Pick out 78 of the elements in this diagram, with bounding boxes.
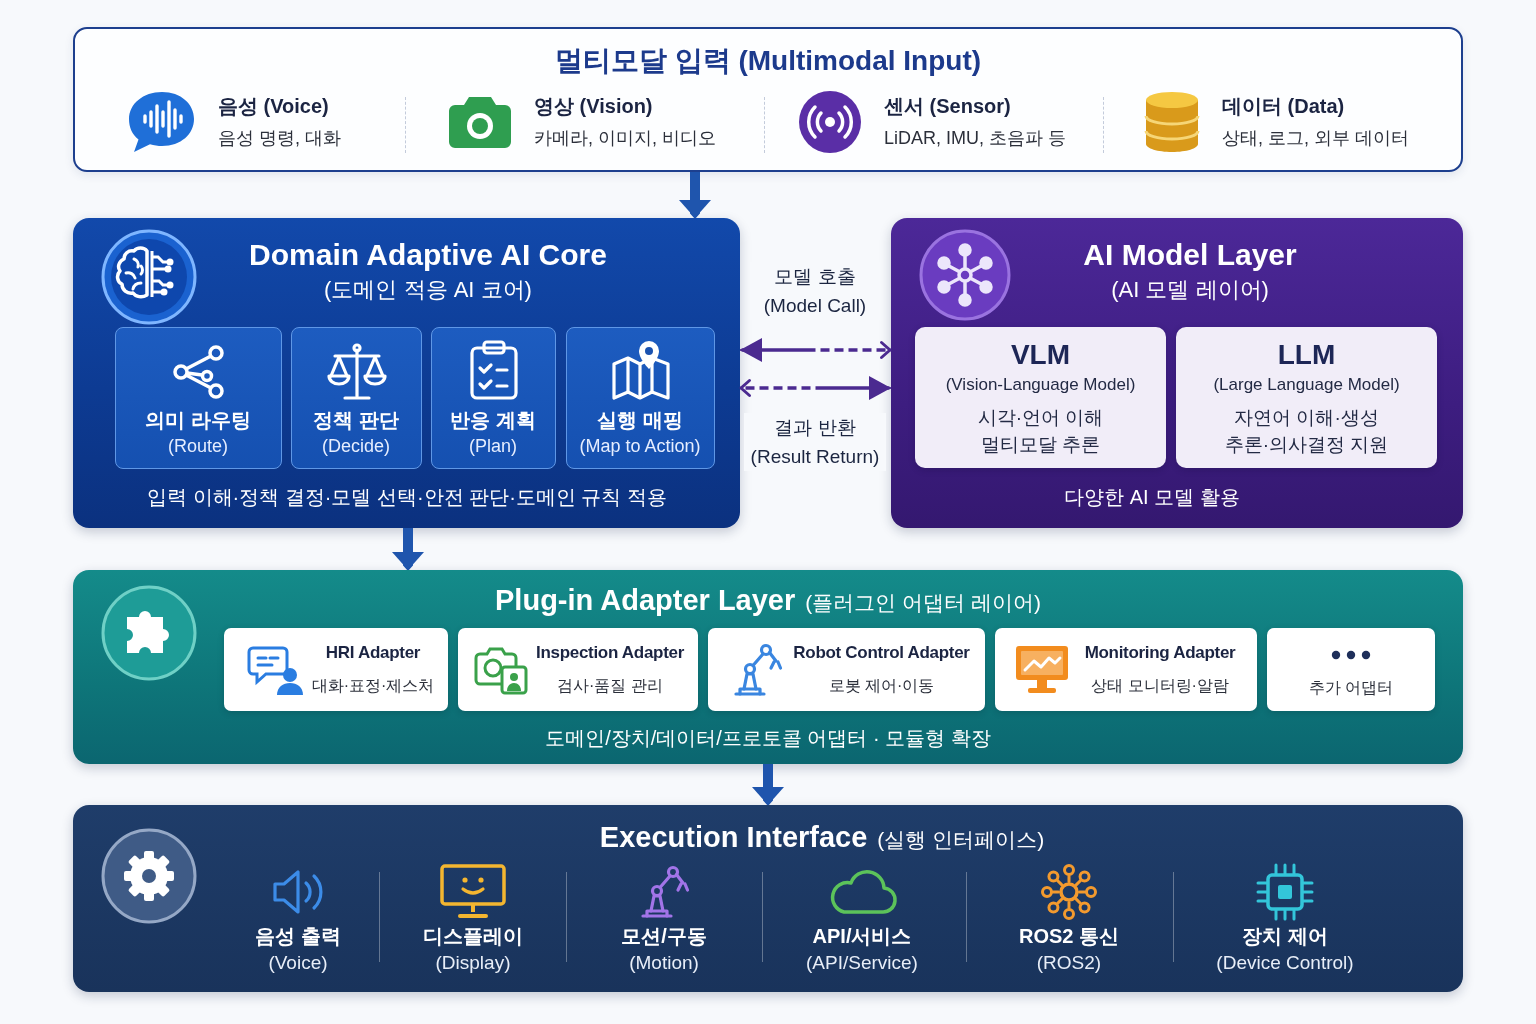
panel-subtitle: (AI 모델 레이어) bbox=[1111, 276, 1269, 304]
function-card bbox=[431, 327, 556, 469]
panel-title: Plug-in Adapter Layer bbox=[495, 583, 796, 618]
item-description: (ROS2) bbox=[1036, 951, 1102, 975]
card-title: LLM bbox=[1277, 338, 1336, 372]
panel-title: Domain Adaptive AI Core bbox=[249, 237, 607, 273]
panel-subtitle: (도메인 적응 AI 코어) bbox=[324, 276, 532, 304]
panel-subtitle: (플러그인 어댑터 레이어) bbox=[805, 590, 1041, 616]
double-headed-arrow bbox=[740, 338, 892, 362]
layer-panel bbox=[73, 218, 740, 528]
card-title: Monitoring Adapter bbox=[1084, 642, 1236, 664]
item-description: LiDAR, IMU, 초음파 등 bbox=[884, 127, 1066, 150]
card-title: VLM bbox=[1010, 338, 1071, 372]
function-card bbox=[566, 327, 715, 469]
model-card bbox=[1176, 327, 1437, 468]
item-description: 카메라, 이미지, 비디오 bbox=[534, 127, 716, 150]
panel-title: AI Model Layer bbox=[1083, 237, 1297, 273]
panel-subtitle: (실행 인터페이스) bbox=[877, 827, 1045, 853]
item-title: 영상 (Vision) bbox=[534, 94, 653, 119]
item-title: 모션/구동 bbox=[621, 924, 707, 949]
card-title: 정책 판단 bbox=[313, 408, 399, 433]
double-headed-arrow bbox=[739, 376, 891, 400]
item-description: (Voice) bbox=[268, 951, 328, 975]
item-description: 음성 명령, 대화 bbox=[218, 127, 341, 150]
item-title: 센서 (Sensor) bbox=[884, 94, 1011, 119]
layer-panel bbox=[73, 805, 1463, 992]
card-title: 의미 라우팅 bbox=[145, 408, 251, 433]
card-description: 검사·품질 관리 bbox=[557, 676, 663, 696]
card-title: Robot Control Adapter bbox=[793, 642, 970, 664]
card-subtitle: (Route) bbox=[168, 435, 228, 458]
adapter-card bbox=[1267, 628, 1435, 711]
card-title: HRI Adapter bbox=[325, 642, 421, 664]
item-description: (Motion) bbox=[629, 951, 699, 975]
card-subtitle: (Plan) bbox=[469, 435, 517, 458]
item-title: 장치 제어 bbox=[1242, 924, 1328, 949]
adapter-card bbox=[708, 628, 985, 711]
arrow bbox=[392, 528, 424, 570]
item-description: (Device Control) bbox=[1216, 951, 1354, 975]
input-panel bbox=[73, 27, 1463, 172]
card-description: 추론·의사결정 지원 bbox=[1224, 433, 1389, 457]
arrow bbox=[752, 764, 784, 805]
panel-title: 멀티모달 입력 (Multimodal Input) bbox=[554, 44, 982, 78]
card-description: 시각·언어 이해 bbox=[977, 406, 1104, 430]
card-title: 반응 계획 bbox=[450, 408, 536, 433]
item-title: ROS2 통신 bbox=[1019, 924, 1119, 949]
card-description: 상태 모니터링·알람 bbox=[1091, 676, 1229, 696]
item-title: API/서비스 bbox=[812, 924, 912, 949]
card-description: 추가 어댑터 bbox=[1308, 678, 1394, 698]
function-card bbox=[291, 327, 422, 469]
item-description: (API/Service) bbox=[806, 951, 918, 975]
arrow bbox=[679, 172, 711, 218]
card-subtitle: (Map to Action) bbox=[579, 435, 701, 458]
summary-text: 다양한 AI 모델 활용 bbox=[1064, 485, 1240, 510]
function-card bbox=[115, 327, 282, 469]
card-description: 대화·표정·제스처 bbox=[311, 676, 435, 696]
item-description: (Display) bbox=[435, 951, 511, 975]
card-description: 로봇 제어·이동 bbox=[828, 676, 935, 696]
summary-text: 입력 이해·정책 결정·모델 선택·안전 판단·도메인 규칙 적용 bbox=[147, 485, 667, 510]
card-description: 멀티모달 추론 bbox=[980, 433, 1101, 457]
adapter-card bbox=[458, 628, 698, 711]
card-subtitle: (Decide) bbox=[322, 435, 390, 458]
model-card bbox=[915, 327, 1166, 468]
card-subtitle: (Large Language Model) bbox=[1213, 374, 1400, 396]
card-title: 실행 매핑 bbox=[597, 408, 683, 433]
adapter-card bbox=[224, 628, 448, 711]
item-title: 음성 (Voice) bbox=[218, 94, 329, 119]
card-title: Inspection Adapter bbox=[536, 642, 684, 664]
adapter-card bbox=[995, 628, 1257, 711]
item-title: 음성 출력 bbox=[255, 924, 341, 949]
summary-text: 도메인/장치/데이터/프로토콜 어댑터 · 모듈형 확장 bbox=[545, 726, 991, 751]
layer-panel bbox=[891, 218, 1463, 528]
card-description: 자연어 이해·생성 bbox=[1234, 406, 1379, 430]
item-description: 상태, 로그, 외부 데이터 bbox=[1222, 127, 1409, 150]
layer-panel bbox=[73, 570, 1463, 764]
card-subtitle: (Vision-Language Model) bbox=[945, 374, 1136, 396]
item-title: 디스플레이 bbox=[423, 924, 523, 949]
panel-title: Execution Interface bbox=[599, 820, 868, 855]
item-title: 데이터 (Data) bbox=[1222, 94, 1345, 119]
